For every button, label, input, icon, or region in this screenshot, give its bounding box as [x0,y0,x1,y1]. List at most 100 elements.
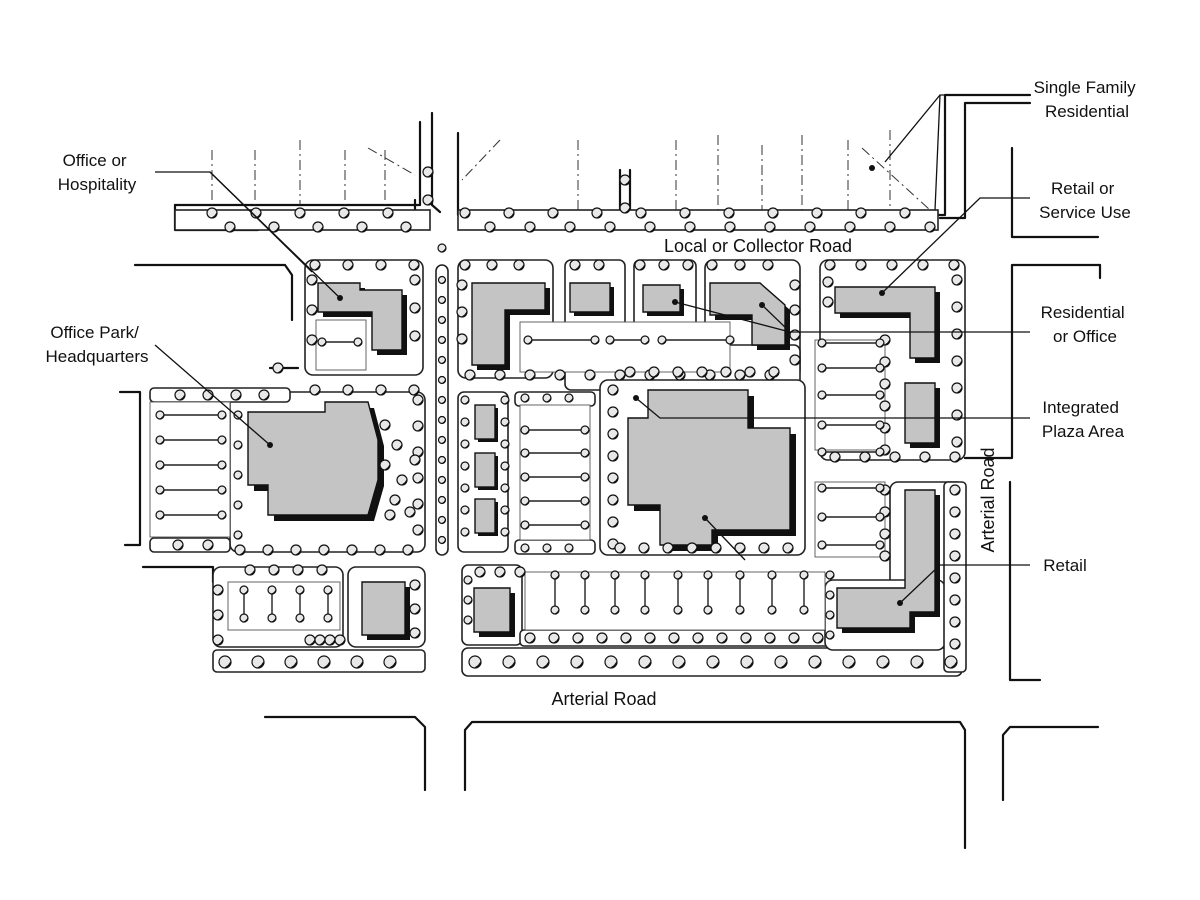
tree-icon [607,384,619,396]
tree-icon [744,366,756,378]
tree-icon [338,207,350,219]
tree-icon [412,498,424,510]
tree-icon [884,221,896,233]
building-southwest [361,581,406,636]
tree-icon [486,259,498,271]
tree-icon [437,335,447,345]
tree-icon [607,428,619,440]
tree-icon [949,572,961,584]
tree-icon [564,543,574,553]
tree-icon [944,655,958,669]
tree-icon [673,570,683,580]
tree-icon [610,570,620,580]
tree-icon [610,605,620,615]
tree-icon [720,366,732,378]
tree-icon [879,528,891,540]
tree-icon [672,366,684,378]
tree-icon [217,435,227,445]
tree-icon [468,655,482,669]
tree-icon [875,363,885,373]
tree-icon [593,259,605,271]
tree-icon [437,415,447,425]
tree-icon [875,420,885,430]
tree-icon [272,362,284,374]
tree-icon [437,455,447,465]
tree-icon [217,460,227,470]
tree-icon [523,335,533,345]
label-arterial-road-right: Arterial Road [978,447,998,552]
tree-icon [924,221,936,233]
tree-icon [290,544,302,556]
tree-icon [460,417,470,427]
tree-icon [422,166,434,178]
tree-icon [886,259,898,271]
tree-icon [607,516,619,528]
tree-icon [889,451,901,463]
tree-icon [580,448,590,458]
tree-icon [812,632,824,644]
tree-icon [554,369,566,381]
tree-icon [824,259,836,271]
tree-icon [217,410,227,420]
tree-icon [437,435,447,445]
tree-icon [590,335,600,345]
tree-icon [644,221,656,233]
tree-icon [657,335,667,345]
tree-icon [684,221,696,233]
tree-icon [460,527,470,537]
tree-icon [673,605,683,615]
tree-icon [206,207,218,219]
tree-icon [389,494,401,506]
building-mid-3 [474,498,496,534]
tree-icon [172,539,184,551]
tree-icon [640,605,650,615]
tree-icon [312,221,324,233]
tree-icon [437,475,447,485]
building-small-c2 [642,284,681,313]
tree-icon [789,354,801,366]
tree-icon [409,302,421,314]
tree-icon [524,221,536,233]
tree-icon [460,395,470,405]
tree-icon [875,483,885,493]
tree-icon [951,382,963,394]
tree-icon [735,570,745,580]
tree-icon [614,542,626,554]
tree-icon [758,542,770,554]
tree-icon [644,632,656,644]
tree-icon [292,564,304,576]
tree-icon [323,585,333,595]
tree-icon [233,410,243,420]
tree-icon [580,472,590,482]
tree-icon [948,259,960,271]
tree-icon [356,221,368,233]
tree-icon [550,605,560,615]
tree-icon [804,221,816,233]
tree-icon [658,259,670,271]
building-block-b [471,282,546,366]
tree-icon [825,570,835,580]
tree-icon [463,595,473,605]
tree-icon [782,542,794,554]
tree-icon [494,369,506,381]
tree-icon [951,274,963,286]
tree-icon [716,632,728,644]
tree-icon [604,655,618,669]
tree-icon [230,389,242,401]
tree-icon [679,207,691,219]
tree-icon [412,524,424,536]
tree-icon [520,472,530,482]
tree-icon [710,542,722,554]
tree-icon [949,594,961,606]
tree-icon [409,454,421,466]
tree-icon [239,585,249,595]
tree-icon [536,655,550,669]
tree-icon [648,366,660,378]
tree-icon [212,584,224,596]
tree-icon [268,221,280,233]
tree-icon [304,634,316,646]
tree-icon [306,274,318,286]
tree-icon [342,384,354,396]
tree-icon [500,527,510,537]
tree-icon [855,259,867,271]
